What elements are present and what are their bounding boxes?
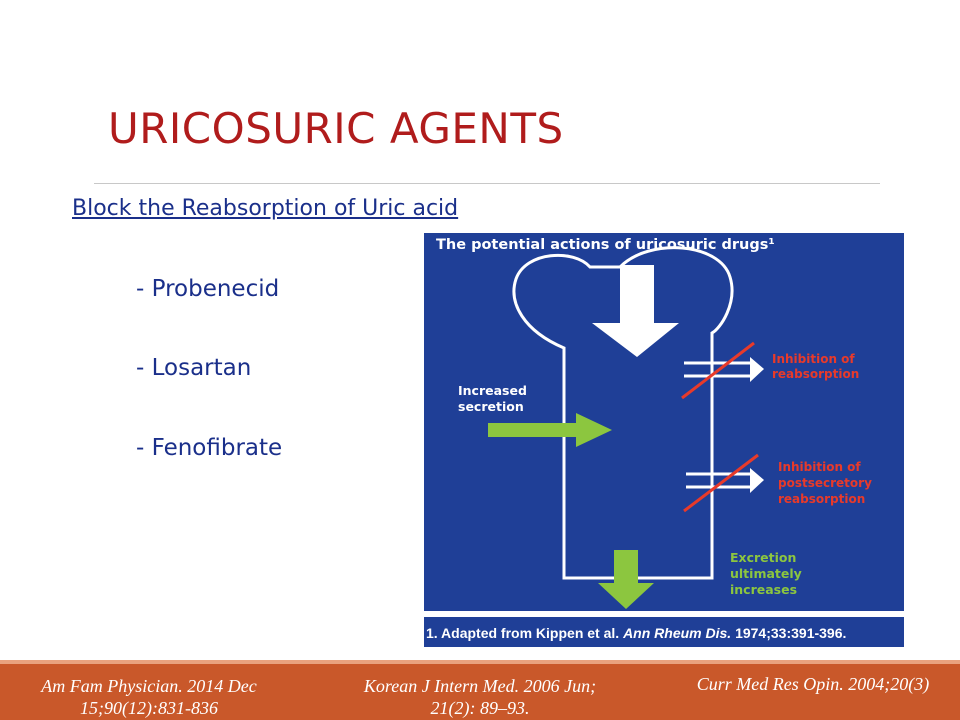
title-divider (94, 183, 880, 184)
reabsorption-arrow-icon (684, 357, 764, 382)
footer-accent-line (0, 660, 960, 664)
bullet-probenecid: - Probenecid (136, 276, 280, 302)
label-increased-secretion: Increased secretion (458, 383, 531, 414)
filtration-arrow-icon (592, 265, 679, 357)
subtitle-link[interactable]: Block the Reabsorption of Uric acid (72, 196, 459, 221)
inhibition-slash-icon (681, 341, 755, 400)
inhibition-slash-icon (683, 453, 759, 513)
label-excretion: Excretion ultimately increases (730, 550, 806, 597)
footer-references: Am Fam Physician. 2014 Dec 15;90(12):831… (0, 664, 960, 720)
bullet-fenofibrate: - Fenofibrate (136, 435, 283, 461)
label-inhibition-reabsorption: Inhibition of reabsorption (772, 352, 859, 381)
uricosuric-diagram: The potential actions of uricosuric drug… (424, 233, 904, 647)
reference-curr-med-res-opin: Curr Med Res Opin. 2004;20(3) (696, 674, 930, 694)
diagram-background (424, 233, 904, 611)
secretion-arrow-icon (488, 413, 612, 447)
caption-background (424, 617, 904, 647)
reference-am-fam-physician: Am Fam Physician. 2014 Dec 15;90(12):831… (41, 676, 257, 718)
bullet-losartan: - Losartan (136, 355, 252, 381)
slide-title: URICOSURIC AGENTS (108, 104, 564, 153)
label-inhibition-postsecretory: Inhibition of postsecretory reabsorption (778, 460, 876, 506)
postsecretory-arrow-icon (686, 468, 764, 493)
excretion-arrow-icon (598, 550, 654, 609)
diagram-heading: The potential actions of uricosuric drug… (436, 237, 775, 253)
reference-korean-j-intern-med: Korean J Intern Med. 2006 Jun; 21(2): 89… (363, 676, 597, 718)
figure-caption: 1. Adapted from Kippen et al. Ann Rheum … (426, 625, 846, 641)
caption-gap (424, 611, 904, 617)
